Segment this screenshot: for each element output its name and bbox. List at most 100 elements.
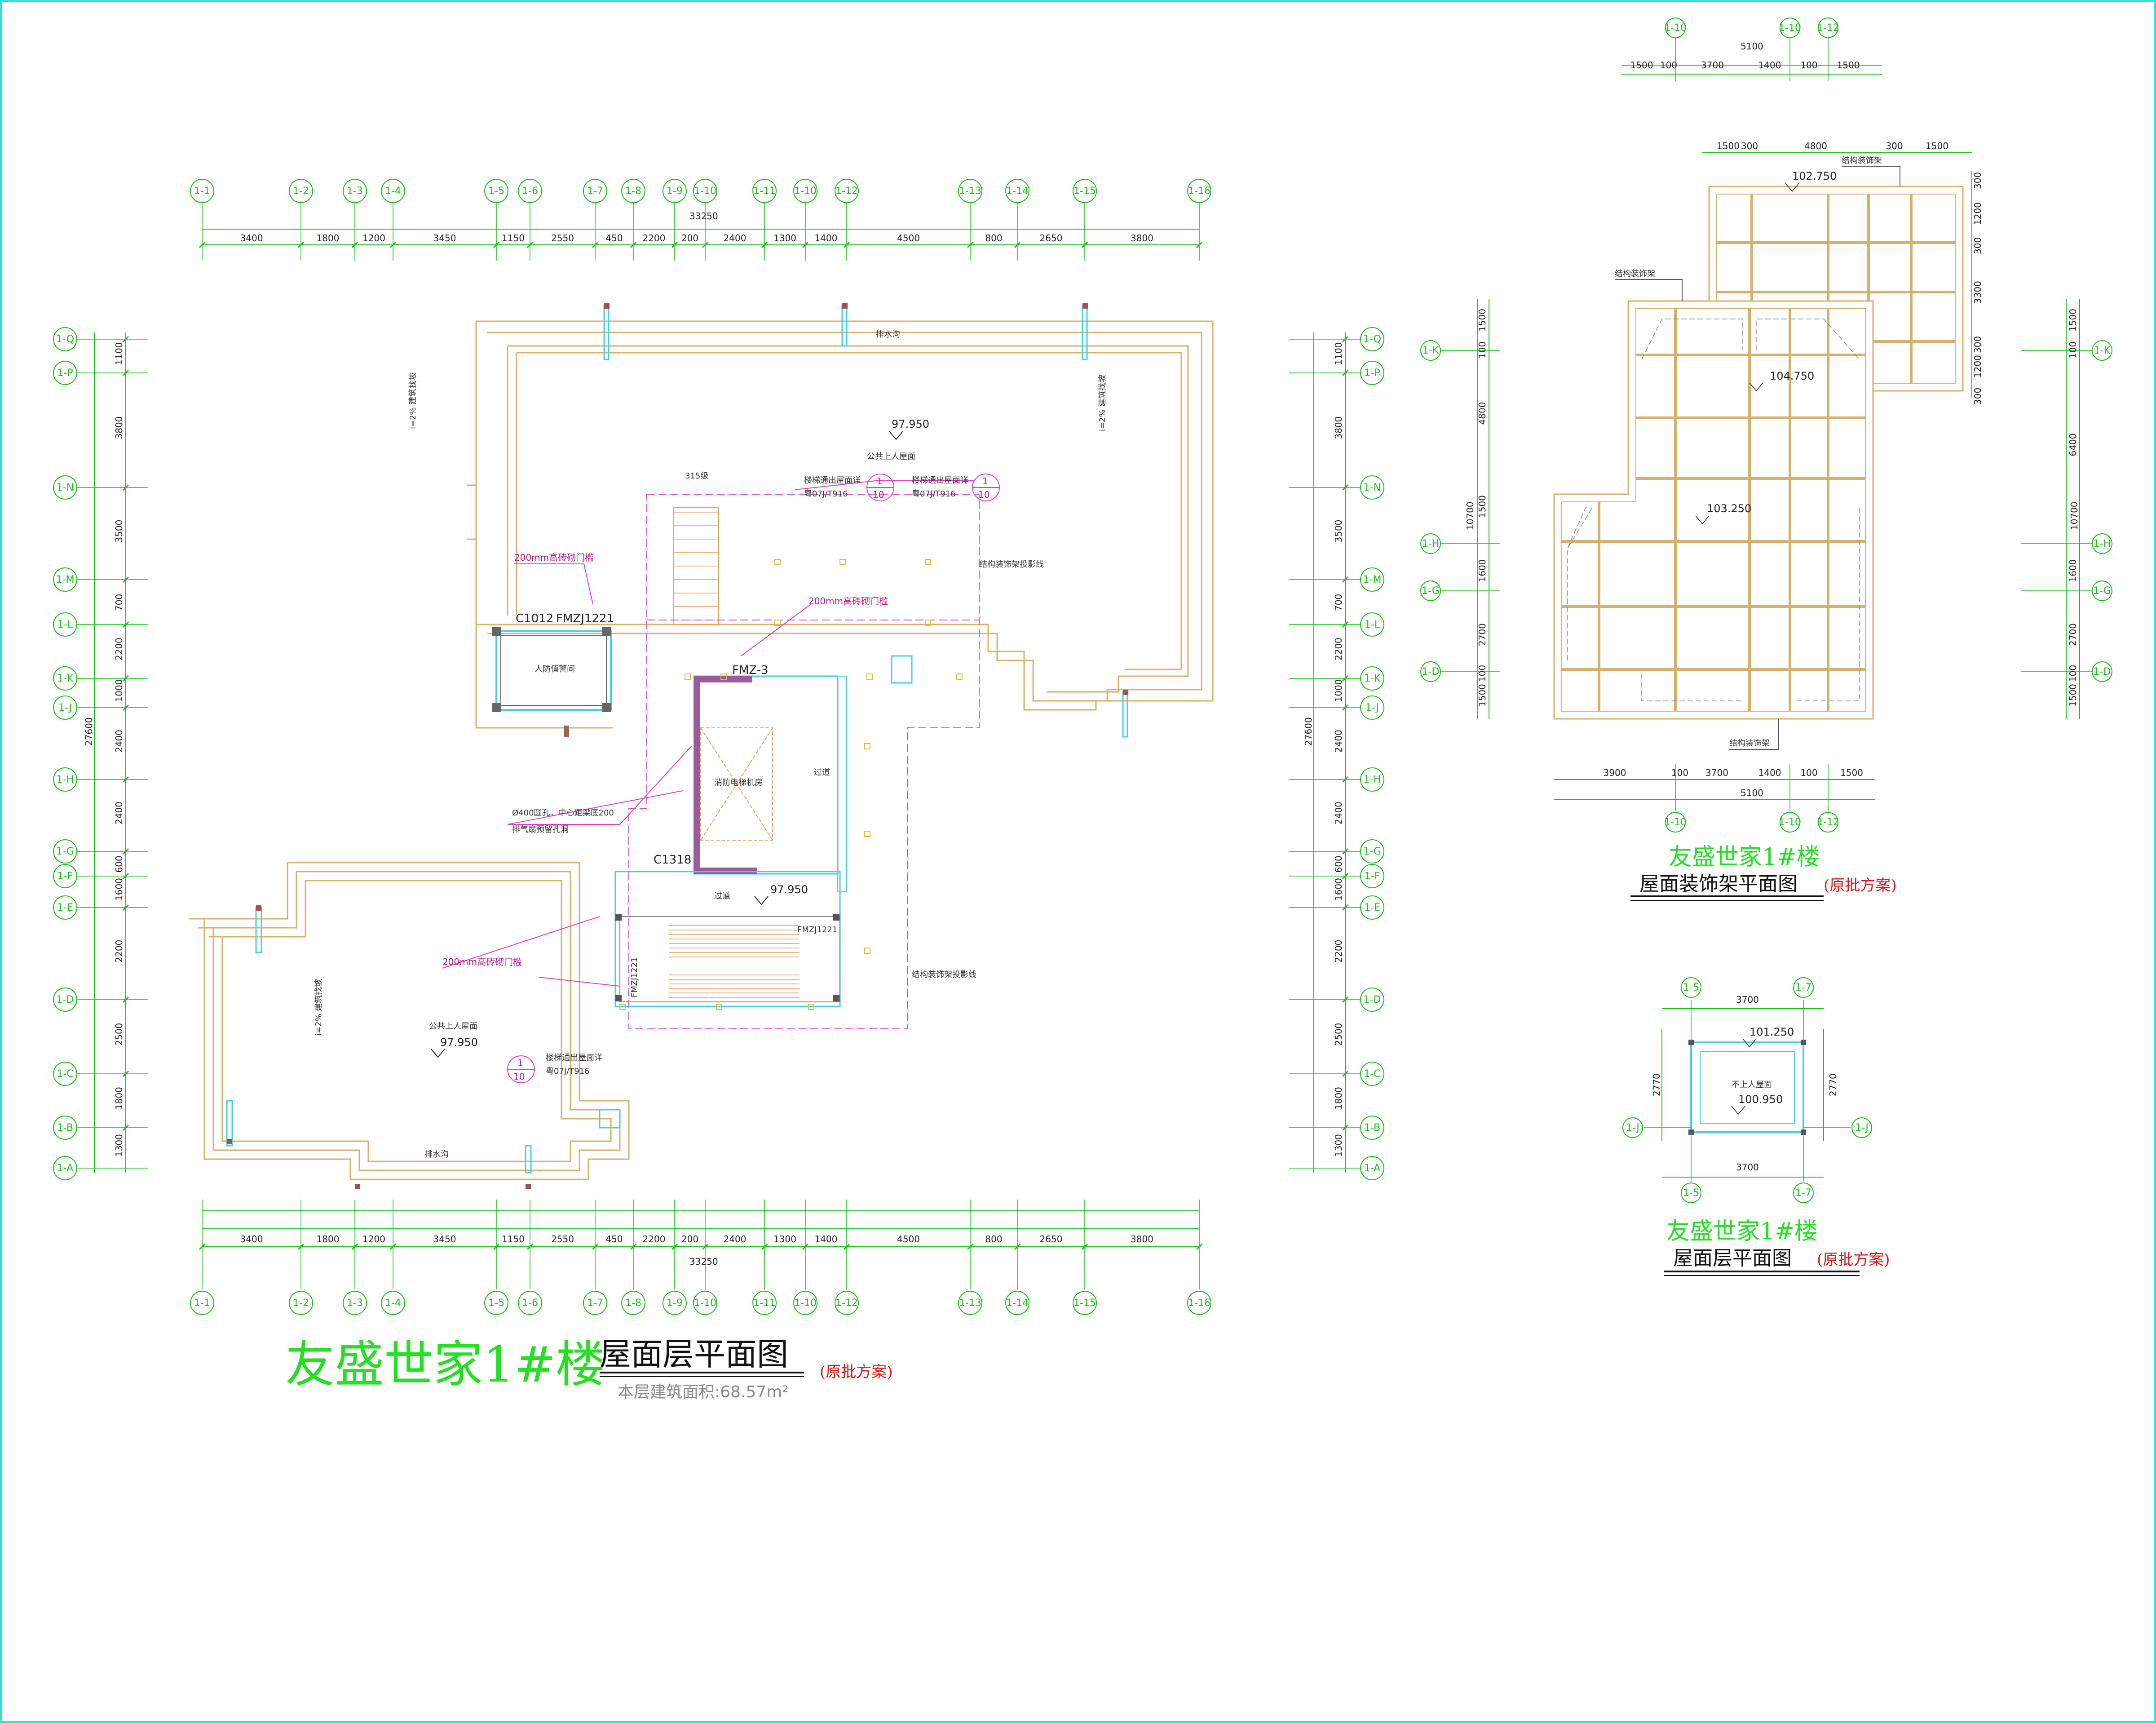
axis-bottom-1-16: 1-16 [1187, 1291, 1211, 1315]
deco-dim-top2-4: 1500 [1926, 141, 1948, 151]
axis-bottom-1-12: 1-12 [835, 1291, 859, 1315]
small-dim-top: 3700 [1736, 994, 1759, 1005]
axis-left-1-N: 1-N [53, 475, 77, 500]
window-c1012: C1012 [516, 612, 553, 625]
dim-bottom-9: 2400 [724, 1234, 747, 1245]
dim-right-13: 1300 [1333, 1134, 1344, 1157]
deco-dim-left-3: 1500 [1477, 495, 1488, 518]
dim-right-10: 2200 [1333, 940, 1344, 963]
svg-text:1-13: 1-13 [959, 186, 981, 197]
svg-text:1-M: 1-M [56, 574, 75, 585]
deco-dim-left-5: 2700 [1477, 623, 1488, 646]
dim-bottom-4: 1150 [502, 1234, 525, 1245]
svg-text:1-5: 1-5 [1683, 982, 1699, 993]
dim-left-7: 2400 [114, 802, 124, 824]
svg-text:1-G: 1-G [1422, 585, 1440, 597]
svg-text:1-3: 1-3 [347, 186, 363, 197]
dim-bottom-14: 2650 [1040, 1234, 1063, 1245]
dim-bottom-6: 450 [605, 1234, 623, 1245]
small-roof-label: 不上人屋面 [1732, 1080, 1772, 1090]
deco-axis-left-1: 1-H [1420, 533, 1441, 554]
deco-axis-bottom-2: 1-12 [1817, 812, 1839, 833]
axis-bottom-1-1: 1-1 [190, 1291, 214, 1315]
slope-label-bottom: i=2% 建筑找坡 [314, 979, 323, 1036]
deco-frame-main [1553, 300, 1874, 720]
axis-top-1-2: 1-2 [289, 179, 313, 203]
dim-left-5: 1000 [114, 679, 124, 702]
svg-text:1-15: 1-15 [1074, 1298, 1096, 1309]
corridor-label: 过道 [814, 768, 830, 777]
dim-bottom-3: 3450 [433, 1234, 456, 1245]
deco-dim-right2-0: 300 [1972, 172, 1983, 189]
deco-dim-lines [1477, 65, 2080, 800]
axis-left-1-F: 1-F [53, 864, 77, 888]
dim-left-4: 2200 [114, 638, 124, 660]
svg-text:1-6: 1-6 [522, 1298, 538, 1309]
deco-dim-right2-3: 3300 [1972, 281, 1983, 304]
elevator-room-label: 消防电梯机房 [714, 778, 763, 788]
deco-dim-top2-3: 300 [1886, 141, 1903, 151]
deco-label-a: 结构装饰架 [1842, 156, 1882, 165]
red-marks [227, 303, 1128, 1189]
svg-text:1-E: 1-E [1364, 902, 1380, 913]
dim-bottom-1: 1800 [317, 1234, 340, 1245]
svg-text:1-12: 1-12 [835, 186, 858, 197]
dims-right: 1100380035007002200100024002400600160022… [1333, 336, 1349, 1157]
deco-dim-top-3: 1400 [1758, 60, 1781, 71]
elev-mid: 97.950 [770, 883, 808, 896]
deco-dim-right-3: 1600 [2068, 559, 2078, 582]
axis-left-1-D: 1-D [53, 988, 77, 1012]
axis-left-1-B: 1-B [53, 1116, 77, 1140]
small-axis-left: 1-J [1622, 1117, 1643, 1138]
deco-dim-bottom-3: 1400 [1758, 767, 1781, 778]
dim-right-9: 1600 [1333, 878, 1344, 901]
dim-bottom-11: 1400 [815, 1234, 838, 1245]
deco-dim-top2-1: 300 [1741, 141, 1758, 151]
svg-text:1-16: 1-16 [1188, 186, 1211, 197]
small-axis-bottom-1: 1-7 [1793, 1183, 1814, 1203]
svg-text:1-4: 1-4 [385, 1298, 401, 1309]
deco-dim-right2-4: 300 [1972, 336, 1983, 353]
svg-text:1-L: 1-L [57, 619, 73, 630]
total-dim-bottom: 33250 [689, 1256, 718, 1267]
deco-dim-right2-5: 1200 [1972, 355, 1983, 378]
dim-right-5: 1000 [1333, 679, 1344, 702]
detail2-num: 1 [982, 476, 988, 487]
small-subtitle: 屋面层平面图 [1673, 1247, 1792, 1270]
dim-left-12: 1800 [114, 1087, 124, 1110]
axis-right-1-E: 1-E [1360, 895, 1384, 920]
dim-right-6: 2400 [1333, 730, 1344, 753]
small-dim-lines [1661, 1008, 1824, 1178]
svg-text:1-J: 1-J [58, 702, 72, 713]
small-axis-right: 1-J [1851, 1117, 1872, 1138]
axis-right-1-G: 1-G [1360, 839, 1384, 864]
deco-dim-bottom-2: 3700 [1705, 767, 1728, 778]
dim-right-0: 1100 [1333, 342, 1344, 365]
axis-bottom-1-3: 1-3 [343, 1291, 367, 1315]
deco-dim-right2-1: 1200 [1972, 202, 1983, 225]
dim-top-2: 1200 [362, 233, 385, 244]
dim-top-4: 1150 [502, 233, 525, 244]
svg-text:1-A: 1-A [57, 1163, 74, 1174]
deco-axis-right-3: 1-D [2092, 661, 2112, 682]
slope-label-top-right: i=2% 建筑找坡 [1098, 375, 1107, 431]
svg-text:1-C: 1-C [1364, 1068, 1380, 1080]
svg-text:1-P: 1-P [1364, 368, 1380, 379]
svg-text:1-7: 1-7 [587, 1298, 603, 1309]
svg-text:1-2: 1-2 [293, 186, 309, 197]
deco-dim-top-1: 100 [1660, 60, 1677, 71]
svg-text:1-15: 1-15 [1074, 186, 1096, 197]
deco-dim-bottom-1: 100 [1671, 767, 1688, 778]
dim-left-3: 700 [114, 594, 124, 611]
main-subtitle: 屋面层平面图 [600, 1336, 788, 1373]
svg-text:1-7: 1-7 [1795, 982, 1811, 993]
axis-left-1-G: 1-G [53, 839, 77, 864]
axis-top-1-6: 1-6 [518, 179, 542, 203]
